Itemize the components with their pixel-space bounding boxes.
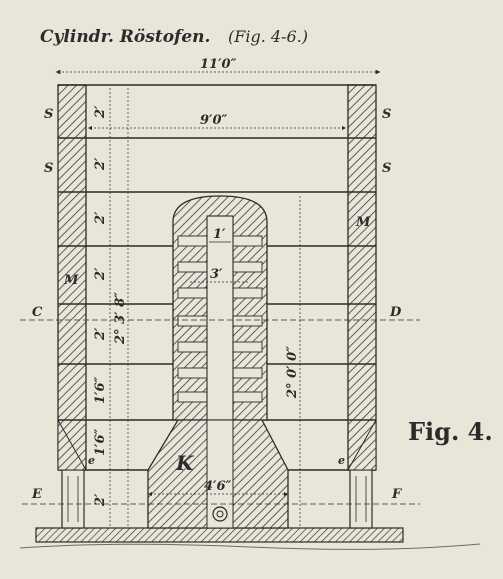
right-support-pier — [349, 469, 373, 529]
foundation-plinth — [35, 527, 404, 543]
figure-label: Fig. 4. — [408, 417, 493, 446]
label-c: C — [32, 305, 43, 320]
course5-label: 2′ — [93, 327, 108, 341]
label-s-right-1: S — [382, 107, 391, 122]
label-s-left-2: S — [44, 161, 53, 176]
course4-label: 2′ — [93, 267, 108, 281]
base-width-label: 4′6″ — [204, 479, 232, 494]
label-m-left: M — [63, 273, 79, 288]
shaft-height-label: 2° 3′ 8″ — [113, 292, 128, 345]
label-s-right-2: S — [382, 161, 391, 176]
left-hopper-slope — [57, 418, 87, 471]
ground-line — [19, 543, 481, 550]
core-top-label: 1′ — [213, 227, 226, 242]
right-shell-wall — [347, 84, 377, 471]
course1-label: 2′ — [93, 105, 108, 119]
core-base-flue — [206, 419, 234, 529]
label-e: E — [31, 487, 43, 502]
drawing-title: Cylindr. Röstofen. — [40, 27, 210, 47]
course7-label: 1′6″ — [93, 428, 108, 456]
label-m-right: M — [355, 215, 371, 230]
label-f: F — [391, 487, 402, 502]
course8-label: 2′ — [93, 493, 108, 507]
right-hopper-slope — [347, 418, 377, 471]
course6-label: 1′6″ — [93, 376, 108, 404]
core-mid-label: 3′ — [210, 267, 223, 282]
label-s-left-1: S — [44, 107, 53, 122]
course2-label: 2′ — [93, 157, 108, 171]
overall-width-label: 11′0″ — [200, 57, 237, 72]
label-e-left: e — [88, 454, 95, 467]
core-central-flue — [206, 215, 234, 429]
course3-label: 2′ — [93, 211, 108, 225]
left-support-pier — [61, 469, 85, 529]
label-e-right: e — [338, 454, 345, 467]
label-k: K — [175, 451, 195, 475]
figure-reference: (Fig. 4-6.) — [228, 27, 308, 46]
inner-width-label: 9′0″ — [200, 113, 228, 128]
label-d: D — [389, 305, 402, 320]
tuyere-opening — [212, 506, 228, 522]
core-height-label: 2° 0′ 0″ — [285, 346, 300, 399]
